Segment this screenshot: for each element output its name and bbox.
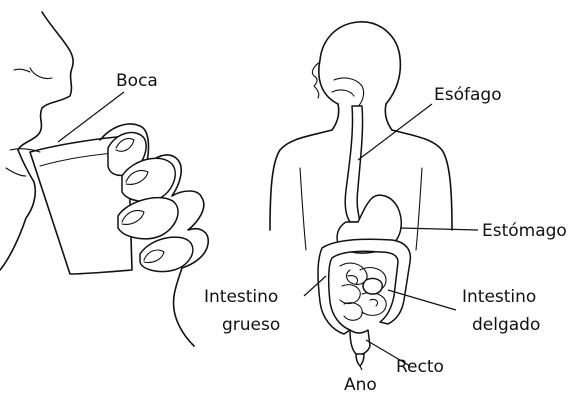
esofago-leader — [358, 104, 432, 160]
label-boca: Boca — [116, 71, 158, 91]
estomago-leader — [400, 228, 478, 230]
label-intestino-grueso-line2: grueso — [222, 315, 280, 335]
arm-right — [416, 168, 422, 250]
label-intestino-delgado-line1: Intestino — [462, 287, 536, 307]
arm-left — [300, 168, 306, 250]
small-intestine — [340, 263, 386, 320]
boca-leader — [58, 92, 124, 142]
label-estomago: Estómago — [482, 221, 567, 241]
tongue — [332, 90, 354, 96]
nose-detail — [30, 68, 52, 79]
neck-left — [332, 104, 339, 130]
middle-finger — [118, 198, 178, 239]
drinking-person-illustration — [0, 12, 208, 346]
label-ano: Ano — [344, 375, 377, 394]
label-intestino-grueso-line1: Intestino — [204, 287, 278, 307]
neck-right — [385, 104, 392, 130]
hand — [100, 124, 208, 346]
chin-line — [6, 168, 26, 176]
ano-leader — [360, 366, 362, 370]
label-esofago: Esófago — [434, 85, 502, 105]
label-recto: Recto — [396, 357, 444, 377]
esophagus — [345, 106, 362, 222]
rectum — [350, 330, 370, 355]
nose-wing — [14, 69, 30, 72]
small-intestine-highlight — [363, 278, 382, 294]
head-outline — [319, 22, 401, 104]
face-profile — [0, 12, 73, 270]
label-intestino-delgado-line2: delgado — [472, 315, 540, 335]
anus — [356, 354, 364, 366]
